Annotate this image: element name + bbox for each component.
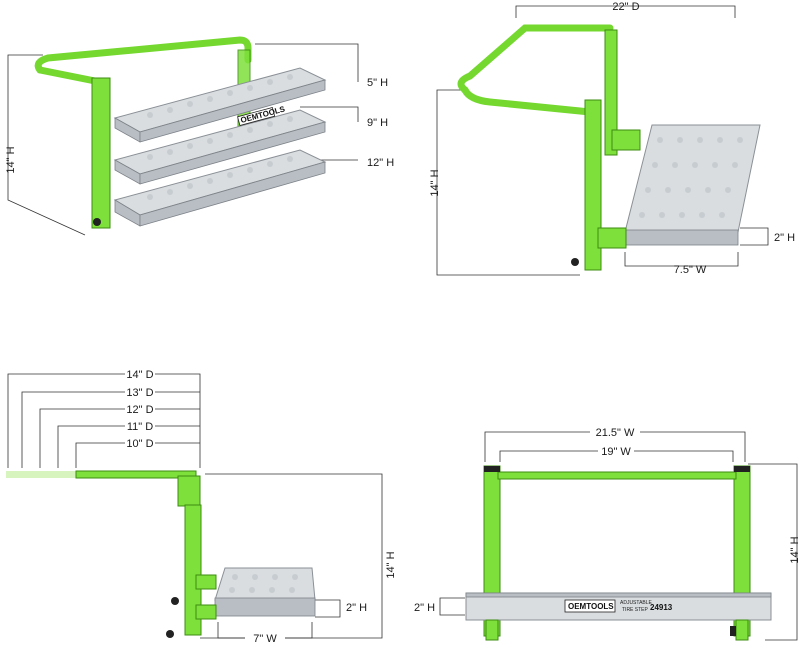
adjustment-knob-lower: [166, 630, 174, 638]
platform-upper: [113, 67, 327, 143]
platform-height-label: 2" H: [346, 602, 367, 614]
left-cap: [484, 466, 500, 472]
platform-width-line: [624, 252, 739, 267]
vertical-post: [184, 504, 202, 636]
platform-height-label: 2" H: [774, 232, 795, 244]
adjustment-knob: [571, 258, 579, 266]
height-label: 14" H: [5, 146, 17, 173]
product-label-line2: TIRE STEP: [622, 607, 649, 613]
outer-width-label-bg: [590, 424, 640, 438]
handle-bar: [34, 36, 252, 74]
bracket: [611, 129, 641, 151]
product-label-line1: ADJUSTABLE: [620, 600, 653, 606]
depth-label: 22" D: [612, 1, 639, 13]
rear-post: [604, 29, 618, 156]
platform-middle: [113, 109, 327, 185]
right-foot: [735, 619, 749, 641]
brand-logo-plate: [564, 599, 616, 613]
height-label: 14" H: [789, 536, 800, 563]
depth-12-label: 12" D: [126, 404, 153, 416]
part-number: 24913: [650, 603, 673, 612]
lower-bracket: [195, 604, 217, 620]
top-right-view: 22" D 14" H 2" H 7.5" W: [429, 1, 795, 276]
depth-13-label: 13" D: [126, 387, 153, 399]
depth-13-line: [21, 391, 200, 468]
left-foot: [485, 619, 499, 641]
bottom-left-view: 14" D 13" D 12" D 11" D 10" D 14" H 2" H…: [6, 367, 397, 645]
depth-14-line: [7, 373, 201, 468]
depth-10-label-bg: [125, 436, 155, 450]
height-dimension-line: [7, 54, 86, 236]
height-label: 14" H: [429, 169, 441, 196]
upper-bracket: [195, 574, 217, 590]
depth-11-label-bg: [125, 419, 155, 433]
handle-bar: [75, 470, 197, 479]
depth-dimension-line: [515, 5, 736, 18]
vertical-post: [91, 77, 111, 229]
handle-bracket: [177, 475, 201, 507]
platform-height-line: [740, 227, 769, 246]
platform-top-edge: [465, 592, 772, 598]
brand-logo-text: OEMTOOLS: [568, 602, 614, 611]
height-label: 14" H: [385, 551, 397, 578]
position-12-label: 12" H: [367, 157, 394, 169]
tread-pattern: [147, 74, 293, 200]
pos-5-line: [255, 43, 359, 82]
platform: [465, 592, 772, 621]
tread-pattern: [229, 574, 298, 593]
handle-lower-bar: [461, 86, 594, 116]
pos-9-line: [300, 106, 359, 122]
platform-front: [624, 229, 739, 246]
depth-14-label-bg: [125, 367, 155, 381]
platform-front: [214, 597, 316, 617]
height-dimension-line: [748, 463, 798, 641]
depth-12-label-bg: [125, 402, 155, 416]
right-cap: [734, 466, 750, 472]
platform-width-label: 7" W: [253, 633, 277, 645]
outer-width-label: 21.5" W: [596, 427, 635, 439]
lower-bracket: [597, 227, 627, 249]
handle-extension-ghost: [6, 471, 76, 478]
platform-height-line: [439, 597, 465, 616]
inner-width-label: 19" W: [601, 446, 631, 458]
depth-10-label: 10" D: [126, 438, 153, 450]
platform-height-line: [315, 599, 341, 618]
adjustment-knob: [93, 218, 101, 226]
adjustment-knob-upper: [171, 597, 179, 605]
brand-logo-plate: [237, 106, 276, 126]
platform-width-label-bg: [245, 631, 285, 645]
position-9-label: 9" H: [367, 117, 388, 129]
vertical-post: [584, 99, 602, 271]
depth-14-label: 14" D: [126, 369, 153, 381]
platform-lower: [113, 149, 327, 227]
height-dimension-line: [436, 89, 580, 276]
tread-pattern: [639, 137, 743, 218]
top-left-view: 14" H 5" H 9" H 12" H: [5, 36, 394, 236]
bottom-right-view: 21.5" W 19" W 14" H 2" H OEMTOOLS ADJUST…: [414, 424, 800, 641]
adjustment-knob: [730, 626, 736, 636]
handle-bar: [497, 471, 737, 480]
inner-width-label-bg: [598, 443, 634, 457]
platform-width-label: 7.5" W: [674, 264, 707, 276]
depth-13-label-bg: [125, 385, 155, 399]
platform-height-label: 2" H: [414, 602, 435, 614]
depth-11-label: 11" D: [127, 421, 153, 433]
depth-10-line: [75, 442, 200, 468]
platform-top: [214, 567, 316, 601]
handle-bar: [457, 24, 614, 94]
depth-12-line: [39, 408, 200, 468]
handle-side-bar: [36, 66, 104, 86]
position-5-label: 5" H: [367, 77, 388, 89]
